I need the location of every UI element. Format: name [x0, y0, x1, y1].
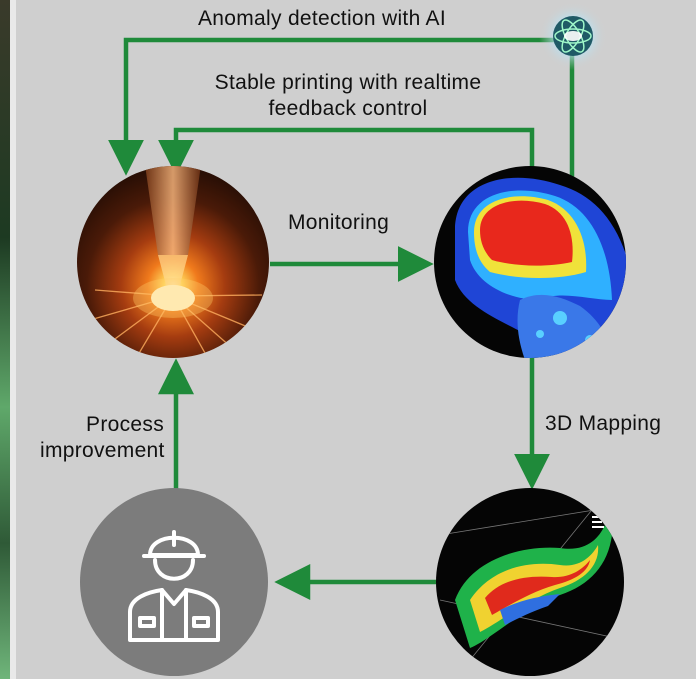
stable-feedback-arrow	[158, 127, 535, 176]
flow-arrows	[108, 37, 575, 600]
thermal-image	[434, 166, 626, 358]
process-improvement-label: Process improvement	[40, 412, 164, 464]
stable-printing-line2: feedback control	[268, 97, 428, 120]
anomaly-detection-label: Anomaly detection with AI	[198, 7, 446, 30]
worker-with-hard-hat-icon	[128, 530, 220, 642]
monitoring-label: Monitoring	[288, 211, 390, 234]
left-edge-strip	[0, 0, 16, 679]
mapping-label: 3D Mapping	[545, 412, 662, 435]
map-3d-image	[436, 488, 624, 676]
ai-orb-icon	[539, 2, 607, 70]
anomaly-feedback-arrow	[108, 37, 575, 178]
process-improvement-line2: improvement	[40, 439, 165, 462]
stable-printing-label: Stable printing with realtime feedback c…	[168, 70, 528, 122]
stable-printing-line1: Stable printing with realtime	[214, 71, 482, 94]
worker-node	[80, 488, 268, 676]
process-improvement-line1: Process	[86, 413, 164, 436]
melt-pool-image	[77, 166, 269, 358]
